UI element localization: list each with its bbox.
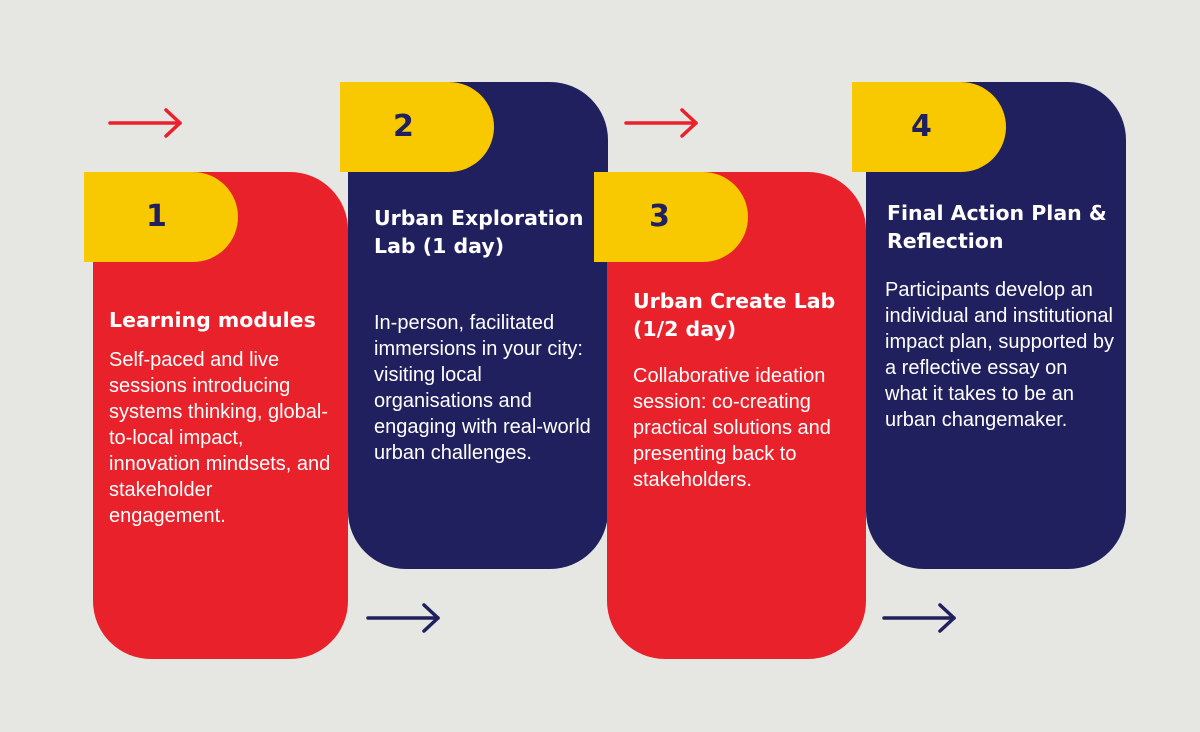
step-title-2: Urban Exploration Lab (1 day) — [374, 206, 584, 258]
step-number-1: 1 — [146, 199, 167, 234]
step-number-tab-2: 2 — [340, 82, 494, 172]
arrow-right-icon — [882, 603, 956, 633]
step-number-3: 3 — [649, 199, 670, 234]
arrow-right-icon — [366, 603, 440, 633]
step-description-3: Collaborative ideation session: co-creat… — [633, 365, 831, 491]
step-number-tab-3: 3 — [594, 172, 748, 262]
step-title-4: Final Action Plan & Reflection — [887, 201, 1107, 253]
step-description-1: Self-paced and live sessions introducing… — [109, 349, 331, 527]
step-number-tab-4: 4 — [852, 82, 1006, 172]
step-title-3: Urban Create Lab (1/2 day) — [633, 289, 836, 341]
arrow-right-icon — [108, 108, 182, 138]
step-number-tab-1: 1 — [84, 172, 238, 262]
step-number-2: 2 — [393, 109, 414, 144]
step-title-1: Learning modules — [109, 308, 316, 332]
step-description-4: Participants develop an individual and i… — [885, 279, 1115, 431]
arrow-right-icon — [624, 108, 698, 138]
step-description-2: In-person, facilitated immersions in you… — [374, 312, 591, 464]
step-number-4: 4 — [911, 109, 932, 144]
